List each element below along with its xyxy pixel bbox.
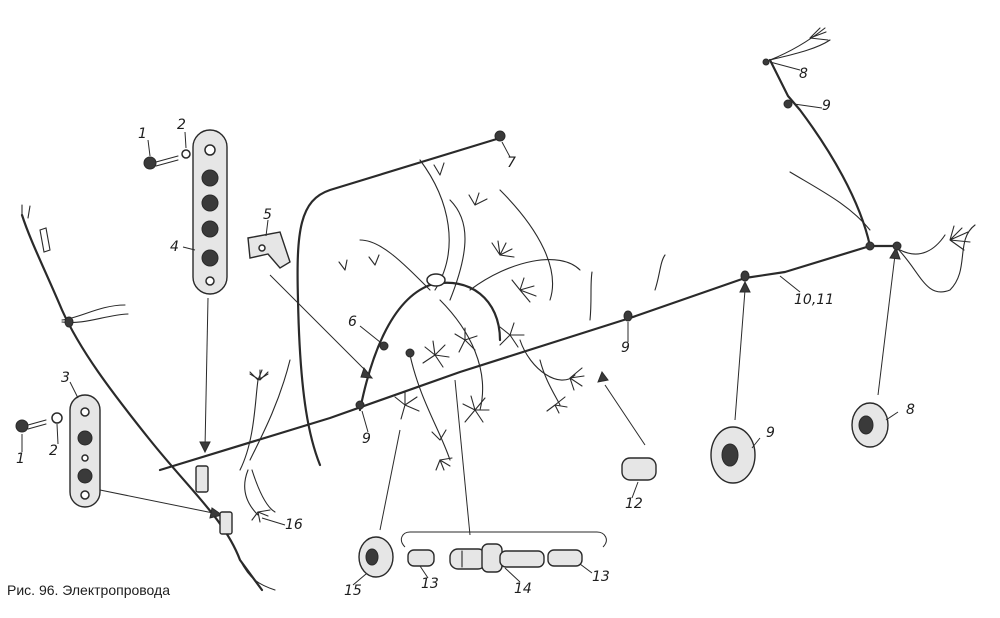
- callout-2-upper: 2: [177, 117, 186, 133]
- callout-14: 14: [514, 581, 532, 597]
- harness-grommets: [64, 58, 902, 410]
- upper-loop-cable: [296, 136, 502, 467]
- mounting-screw-lower: [15, 412, 63, 433]
- connector-16: [219, 511, 233, 535]
- switch-panel-4: [192, 129, 228, 295]
- callout-15: 15: [344, 583, 362, 599]
- callout-9-grommet: 9: [766, 425, 775, 441]
- sleeve-12: [621, 457, 657, 481]
- callout-1-lower: 1: [16, 451, 25, 467]
- callout-16: 16: [285, 517, 303, 533]
- grommet-8: [851, 402, 889, 448]
- right-upper-cable: [768, 58, 872, 248]
- callout-6: 6: [348, 314, 357, 330]
- callout-7: 7: [507, 155, 516, 171]
- callout-5: 5: [263, 207, 272, 223]
- figure-caption: Рис. 96. Электропровода: [7, 582, 170, 598]
- callout-8-upper: 8: [799, 66, 808, 82]
- callout-13-left: 13: [421, 576, 439, 592]
- sleeve-13-left: [407, 549, 435, 567]
- callout-4: 4: [170, 239, 179, 255]
- grommet-9: [710, 426, 756, 484]
- callout-13-right: 13: [592, 569, 610, 585]
- callout-1-upper: 1: [138, 126, 147, 142]
- callout-9-left: 9: [362, 431, 371, 447]
- mounting-screw-upper: [143, 149, 191, 170]
- callout-9-upper: 9: [822, 98, 831, 114]
- main-harness-trunk: [158, 244, 897, 472]
- switch-panel-3: [69, 394, 101, 508]
- bracket-5: [247, 231, 291, 269]
- callout-12: 12: [625, 496, 643, 512]
- callout-9-trunk: 9: [621, 340, 630, 356]
- callout-3: 3: [61, 370, 70, 386]
- fuse-holder-14: [449, 543, 545, 573]
- terminal-fans: [249, 27, 971, 523]
- callout-2-lower: 2: [49, 443, 58, 459]
- grommet-15: [358, 536, 394, 578]
- callout-10-11: 10,11: [794, 292, 835, 308]
- callout-8-grommet: 8: [906, 402, 915, 418]
- sleeve-13-right: [547, 549, 583, 567]
